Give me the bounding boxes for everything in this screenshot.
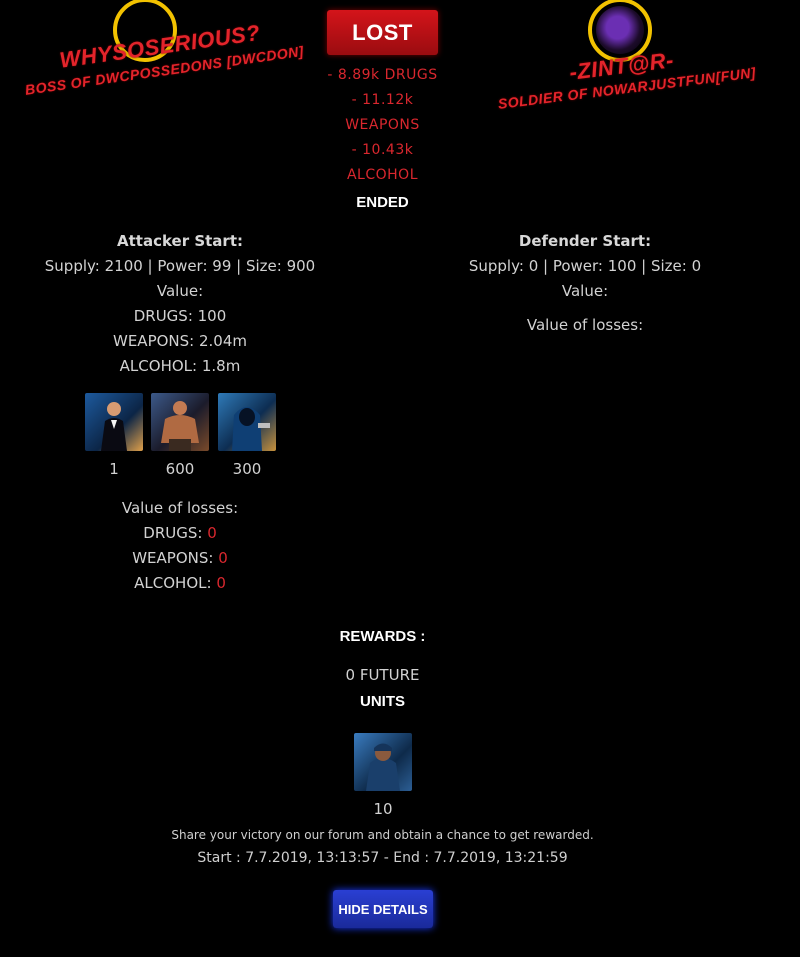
defender-losses-label: Value of losses: <box>526 316 644 334</box>
hide-details-button[interactable]: HIDE DETAILS <box>333 890 433 928</box>
attacker-avatar[interactable] <box>113 0 177 62</box>
attacker-loss-weapons: WEAPONS: 0 <box>0 546 380 571</box>
muscle-bruiser-unit-icon[interactable] <box>151 393 209 451</box>
result-lost-badge: LOST <box>327 10 438 55</box>
reward-unit-count: 10 <box>373 800 393 818</box>
defender-avatar[interactable] <box>588 0 652 62</box>
attacker-loss-alcohol: ALCOHOL: 0 <box>0 571 380 596</box>
attacker-start-panel: Attacker Start: Supply: 2100 | Power: 99… <box>0 229 380 379</box>
attacker-value-weapons: WEAPONS: 2.04m <box>113 332 247 350</box>
loss-label: ALCOHOL: <box>134 574 217 592</box>
attacker-losses-label: Value of losses: <box>121 499 239 517</box>
attacker-start-stats: Supply: 2100 | Power: 99 | Size: 900 <box>44 257 316 275</box>
hooded-thug-unit-icon[interactable] <box>354 733 412 791</box>
loss-summary-line: - 8.89k DRUGS <box>327 67 438 83</box>
loss-summary-line: - 10.43k <box>351 142 414 158</box>
defender-start-stats: Supply: 0 | Power: 100 | Size: 0 <box>468 257 702 275</box>
unit-count: 300 <box>232 460 262 478</box>
defender-value-label: Value: <box>561 282 609 300</box>
rewards-units-title: UNITS <box>360 693 405 710</box>
attacker-value-drugs: DRUGS: 100 <box>133 307 227 325</box>
attacker-loss-drugs: DRUGS: 0 <box>0 521 380 546</box>
attacker-start-heading: Attacker Start: <box>117 232 243 250</box>
loss-summary-line: ALCOHOL <box>346 167 419 183</box>
unit-count: 1 <box>109 460 119 478</box>
share-message: Share your victory on our forum and obta… <box>171 828 594 842</box>
defender-start-heading: Defender Start: <box>518 232 652 250</box>
rewards-future: 0 FUTURE <box>345 666 420 684</box>
hooded-gunman-unit-icon[interactable] <box>218 393 276 451</box>
tuxedo-figure-icon <box>101 402 127 451</box>
loss-label: DRUGS: <box>143 524 208 542</box>
tuxedo-boss-unit-icon[interactable] <box>85 393 143 451</box>
attacker-losses-panel: Value of losses: DRUGS: 0 WEAPONS: 0 ALC… <box>0 496 380 596</box>
rewards-title: REWARDS : <box>339 628 426 645</box>
defender-start-panel: Defender Start: Supply: 0 | Power: 100 |… <box>385 229 785 338</box>
attacker-value-alcohol: ALCOHOL: 1.8m <box>119 357 241 375</box>
hooded-figure-icon <box>232 407 270 451</box>
loss-summary-line: - 11.12k <box>351 92 414 108</box>
bruiser-figure-icon <box>161 401 199 451</box>
loss-label: WEAPONS: <box>132 549 219 567</box>
battle-status: ENDED <box>356 194 409 211</box>
loss-value: 0 <box>207 524 217 542</box>
unit-count: 600 <box>165 460 195 478</box>
attacker-value-label: Value: <box>156 282 204 300</box>
thug-figure-icon <box>366 743 400 791</box>
battle-times: Start : 7.7.2019, 13:13:57 - End : 7.7.2… <box>197 850 568 866</box>
loss-value: 0 <box>218 549 228 567</box>
skull-avatar-icon <box>596 6 644 54</box>
loss-summary-line: WEAPONS <box>345 117 420 133</box>
loss-value: 0 <box>216 574 226 592</box>
